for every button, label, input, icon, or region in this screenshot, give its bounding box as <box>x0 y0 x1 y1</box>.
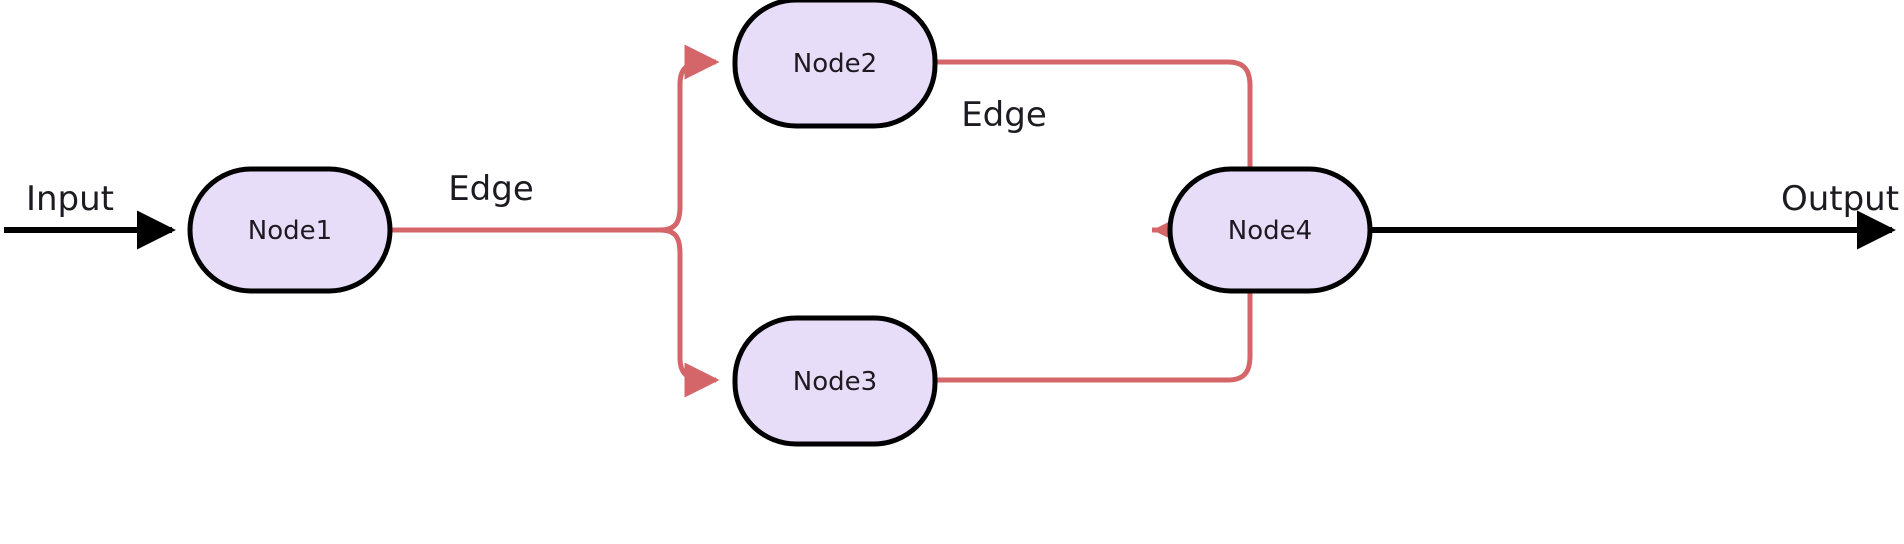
edge-label-node2-merge: Edge <box>961 95 1047 135</box>
node-node3[interactable]: Node3 <box>732 315 938 447</box>
node-node1[interactable]: Node1 <box>187 166 393 294</box>
node-node3-label: Node3 <box>793 367 877 397</box>
node-node3-shape[interactable] <box>732 315 938 447</box>
node-node4-shape[interactable] <box>1167 166 1373 294</box>
node-node2-label: Node2 <box>793 49 877 79</box>
edge-label-node1-branch: Edge <box>448 169 534 209</box>
node-node2-shape[interactable] <box>732 0 938 129</box>
node-node4[interactable]: Node4 <box>1167 166 1373 294</box>
node-node1-shape[interactable] <box>187 166 393 294</box>
node-node2[interactable]: Node2 <box>732 0 938 129</box>
edge-fork-to-node2[interactable] <box>659 44 720 233</box>
nodes-layer: Node1 Node2 Node3 Node4 <box>187 0 1373 447</box>
node-node1-label: Node1 <box>248 216 332 246</box>
labels-layer: Edge Edge Input Output <box>26 95 1899 219</box>
edge-fork-to-node3[interactable] <box>659 227 720 398</box>
terminal-label-output: Output <box>1781 179 1899 219</box>
node-node4-label: Node4 <box>1228 216 1312 246</box>
terminal-label-input: Input <box>26 179 114 219</box>
